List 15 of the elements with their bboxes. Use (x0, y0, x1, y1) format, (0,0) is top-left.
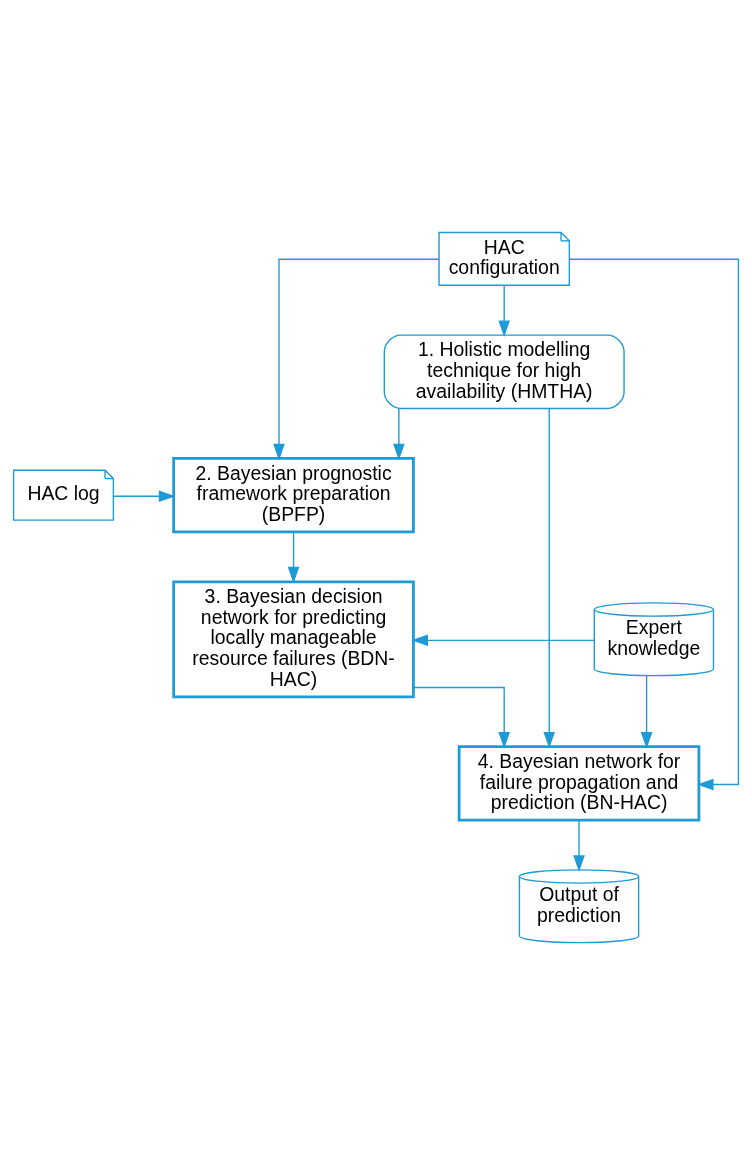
arrow (112, 490, 176, 503)
node-box: 3. Bayesian decision network for predicting locally manageable resource failures (BDN-HAC) (172, 580, 415, 699)
node-box: 4. Bayesian network for failure propagation and prediction (BN-HAC) (457, 745, 701, 822)
node-box: 2. Bayesian prognostic framework preparation (BPFP) (172, 457, 415, 534)
node-box: 1. Holistic modelling technique for high availability (HMTHA) (383, 334, 625, 410)
arrow (393, 408, 405, 461)
arrow (568, 258, 740, 791)
arrow (412, 686, 510, 749)
arrow (640, 674, 653, 749)
arrow (573, 819, 585, 872)
arrow (273, 258, 440, 461)
arrow (287, 531, 300, 584)
arrow (543, 408, 556, 749)
arrow (498, 284, 510, 338)
arrow (411, 634, 595, 647)
